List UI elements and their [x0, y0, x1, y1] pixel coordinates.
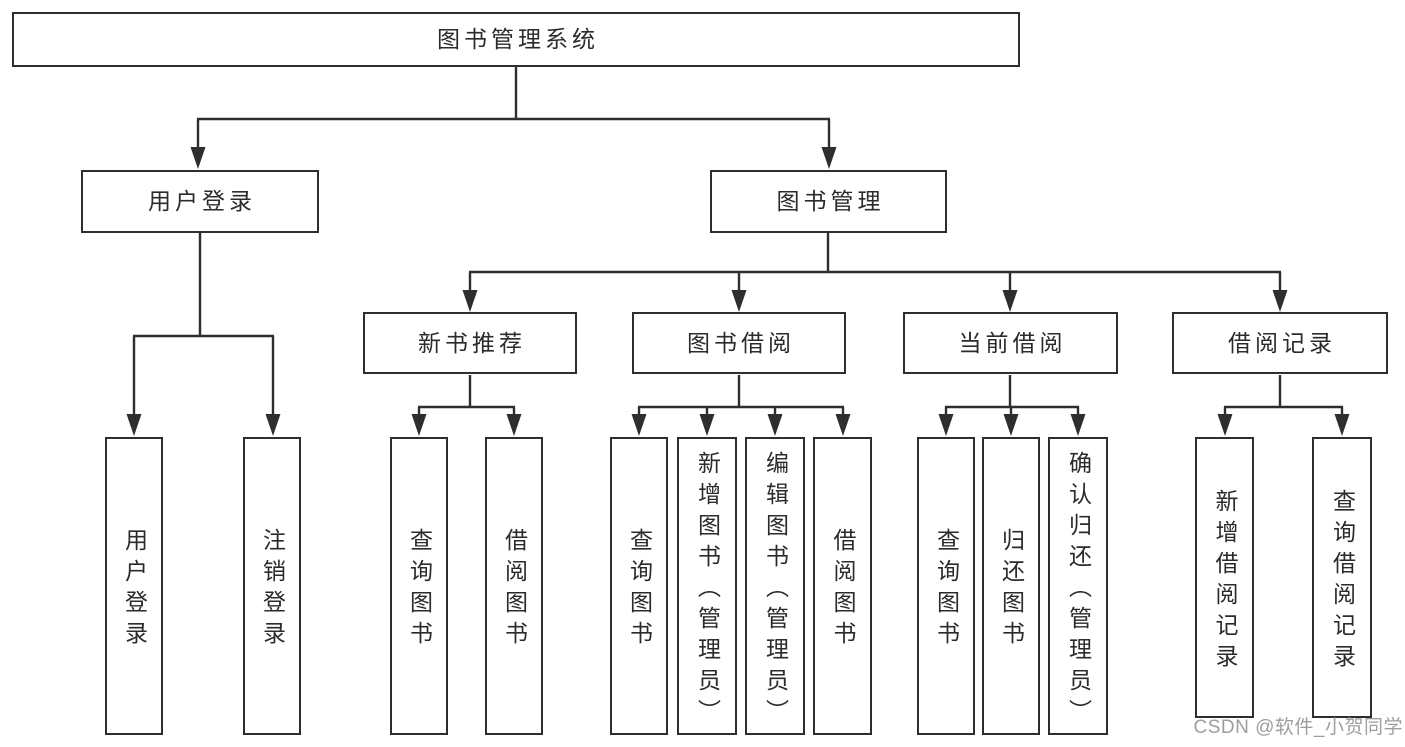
connector-user-login-to-leaves: [126, 233, 281, 436]
node-user-login-label: 用户登录: [148, 188, 256, 214]
leaf-logout: 注销登录: [243, 437, 301, 735]
csdn-watermark: CSDN @软件_小贺同学: [1193, 717, 1403, 738]
leaf-logout-label: 注销登录: [259, 528, 286, 652]
leaf-return-book: 归还图书: [982, 437, 1040, 735]
leaf-borrow-book-newrec-label: 借阅图书: [501, 528, 528, 652]
connector-borrow-record-to-leaves: [1217, 375, 1350, 436]
connector-new-book-to-leaves: [411, 375, 522, 436]
node-book-management-label: 图书管理: [776, 188, 885, 214]
leaf-query-book-newrec: 查询图书: [390, 437, 448, 735]
leaf-add-book-admin: 新增图书（管理员）: [677, 437, 737, 735]
leaf-borrow-book-borrow-label: 借阅图书: [830, 528, 856, 652]
node-new-book-recommend-label: 新书推荐: [418, 329, 526, 356]
connector-root-to-level2: [190, 67, 837, 169]
node-current-borrow-label: 当前借阅: [958, 329, 1067, 356]
node-current-borrow: 当前借阅: [903, 312, 1118, 374]
node-new-book-recommend: 新书推荐: [363, 312, 577, 374]
leaf-query-borrow-record-label: 查询借阅记录: [1329, 488, 1356, 675]
leaf-confirm-return-admin: 确认归还（管理员）: [1048, 437, 1108, 735]
leaf-user-login-label: 用户登录: [121, 528, 148, 652]
leaf-user-login: 用户登录: [105, 437, 163, 735]
node-book-borrow: 图书借阅: [632, 312, 846, 374]
leaf-query-book-current: 查询图书: [917, 437, 975, 735]
connector-book-mgmt-to-level3: [462, 233, 1288, 312]
node-borrow-record: 借阅记录: [1172, 312, 1388, 374]
leaf-query-book-current-label: 查询图书: [933, 528, 960, 652]
node-book-management: 图书管理: [710, 170, 947, 233]
leaf-query-borrow-record: 查询借阅记录: [1312, 437, 1372, 718]
node-user-login: 用户登录: [81, 170, 319, 233]
leaf-borrow-book-borrow: 借阅图书: [813, 437, 872, 735]
leaf-query-book-borrow: 查询图书: [610, 437, 668, 735]
leaf-add-borrow-record-label: 新增借阅记录: [1212, 488, 1238, 675]
leaf-return-book-label: 归还图书: [998, 528, 1025, 652]
node-book-borrow-label: 图书借阅: [687, 329, 795, 356]
leaf-edit-book-admin: 编辑图书（管理员）: [745, 437, 805, 735]
leaf-edit-book-admin-label: 编辑图书（管理员）: [762, 450, 789, 730]
leaf-query-book-borrow-label: 查询图书: [626, 528, 653, 652]
leaf-query-book-newrec-label: 查询图书: [406, 528, 433, 652]
leaf-borrow-book-newrec: 借阅图书: [485, 437, 543, 735]
node-root-system: 图书管理系统: [12, 12, 1020, 67]
leaf-add-book-admin-label: 新增图书（管理员）: [694, 450, 721, 730]
leaf-add-borrow-record: 新增借阅记录: [1195, 437, 1254, 718]
node-root-system-label: 图书管理系统: [437, 26, 599, 52]
leaf-confirm-return-admin-label: 确认归还（管理员）: [1065, 450, 1092, 730]
connector-current-borrow-to-leaves: [938, 375, 1086, 436]
connector-book-borrow-to-leaves: [631, 375, 851, 436]
node-borrow-record-label: 借阅记录: [1228, 329, 1336, 356]
